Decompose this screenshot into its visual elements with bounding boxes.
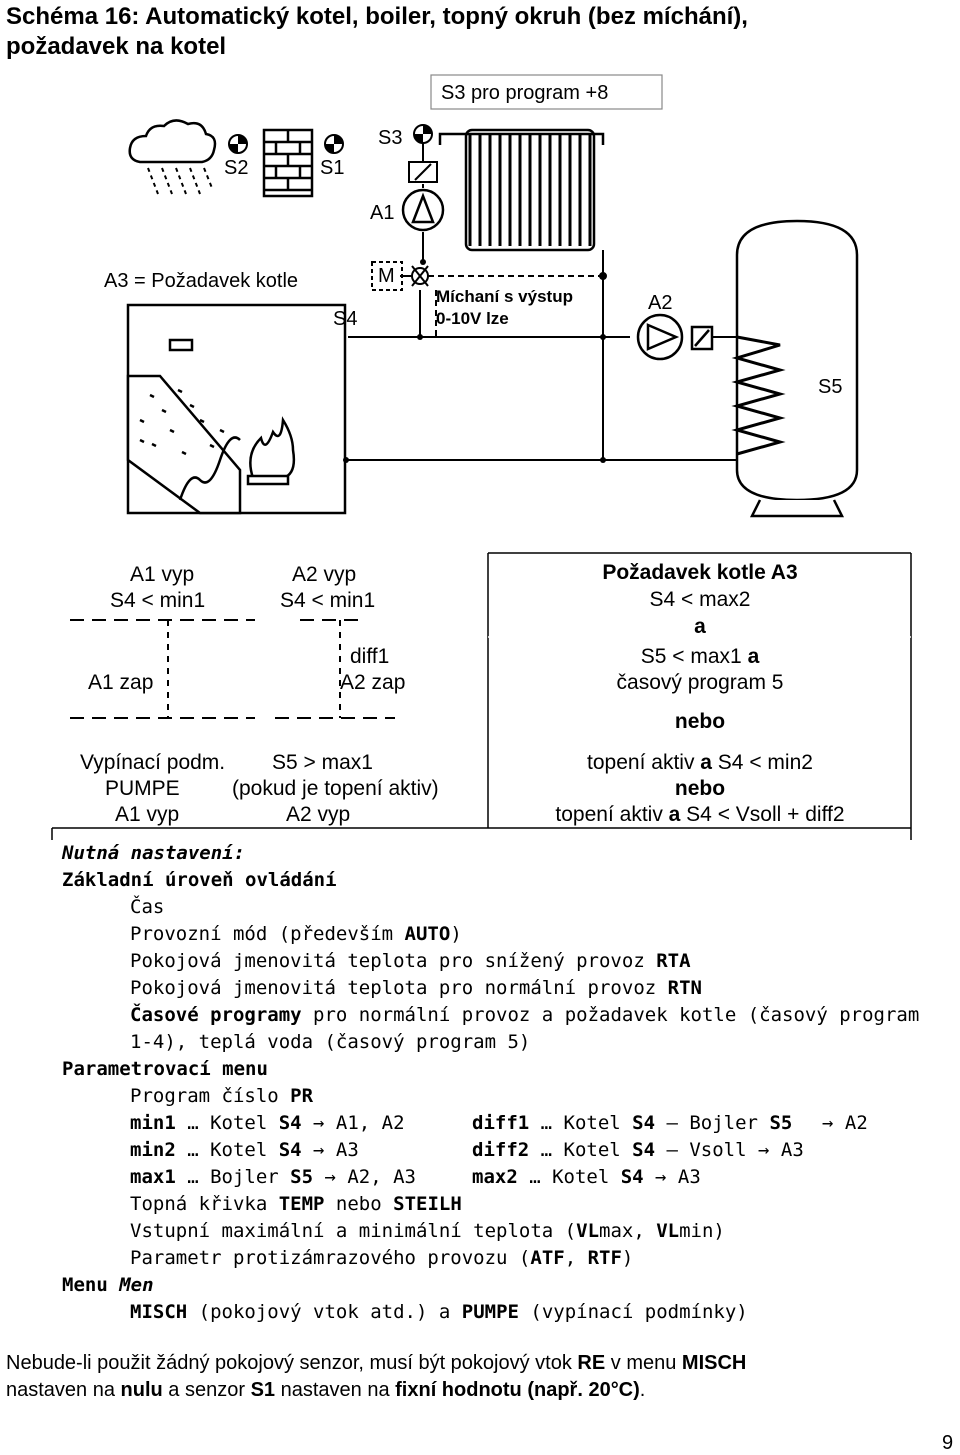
right-line-7: nebo: [674, 777, 726, 800]
footer-line-1: Nebude-li použit žádný pokojový senzor, …: [6, 1352, 747, 1374]
a2-off-2-label: A2 vyp: [286, 803, 351, 826]
settings-rtn: Pokojová jmenovitá teplota pro normální …: [130, 977, 702, 999]
if-heating-label: (pokud je topení aktiv): [232, 777, 439, 800]
right-line-6c: S4 < min2: [711, 751, 813, 774]
check-valve-a1-icon: [408, 161, 438, 183]
right-line-8: topení aktiv a S4 < Vsoll + diff2: [490, 802, 910, 828]
a1-off-label: A1 vyp: [130, 563, 195, 586]
sensor-s1-icon: [324, 134, 344, 154]
sensor-s2-icon: [228, 134, 248, 154]
boiler-demand-heading: Požadavek kotle A3: [602, 561, 798, 584]
right-line-1: S4 < max2: [649, 588, 751, 611]
a1-off-2-label: A1 vyp: [115, 803, 180, 826]
radiator-icon: [438, 128, 605, 252]
right-line-6a: topení aktiv: [587, 751, 701, 774]
sensor-s5-label: S5: [818, 376, 843, 398]
right-line-4: časový program 5: [616, 671, 784, 694]
footer-line-2: nastaven na nulu a senzor S1 nastaven na…: [6, 1379, 646, 1401]
s3-program-note-box: [430, 74, 663, 110]
a2-off-condition: S4 < min1: [280, 589, 376, 612]
a3-label: A3 = Požadavek kotle: [104, 270, 299, 292]
mixer-note-2: 0-10V lze: [436, 309, 509, 328]
right-line-8a: topení aktiv: [555, 803, 669, 826]
right-line-2: a: [694, 615, 706, 638]
boiler-icon: [126, 303, 347, 515]
right-line-3: S5 < max1 a: [490, 644, 910, 670]
page-title: Schéma 16: Automatický kotel, boiler, to…: [6, 2, 748, 62]
storage-tank-icon: [731, 219, 859, 518]
pipe-junctions: [343, 259, 606, 463]
diff1-label: diff1: [350, 645, 390, 668]
sensor-s3-icon: [413, 124, 433, 144]
a2-off-label: A2 vyp: [292, 563, 357, 586]
a1-off-condition: S4 < min1: [110, 589, 206, 612]
right-line-8c: S4 < Vsoll + diff2: [680, 803, 845, 826]
pump-a1-label: A1: [370, 202, 395, 224]
pump-a2-icon: [636, 313, 714, 361]
settings-mode: Provozní mód (především AUTO): [130, 923, 462, 945]
hysteresis-lines: [70, 619, 395, 719]
motor-label: M: [378, 265, 395, 287]
right-line-5: nebo: [674, 710, 726, 733]
heating-schematic: [51, 74, 912, 840]
hysteresis-verticals: [167, 620, 341, 718]
s5-max1-label: S5 > max1: [272, 751, 373, 774]
right-line-6b: a: [700, 751, 712, 774]
settings-row-min1: min1 … Kotel S4 → A1, A2 diff1 … Kotel S…: [130, 1112, 868, 1134]
settings-menu: Menu Men: [62, 1274, 154, 1296]
mixer-valve-icon: [371, 261, 607, 337]
logic-boxes: [51, 552, 912, 840]
sensor-s4-label: S4: [333, 308, 358, 330]
title-line-1: Schéma 16: Automatický kotel, boiler, to…: [6, 3, 748, 30]
right-line-3-text: S5 < max1: [640, 645, 748, 668]
pump-a1-icon: [401, 188, 445, 232]
settings-programs-2: 1-4), teplá voda (časový program 5): [130, 1031, 531, 1053]
sensor-s2-label: S2: [224, 157, 249, 179]
pumpe-label: PUMPE: [105, 777, 180, 800]
footer-note: Nebude-li použit žádný pokojový senzor, …: [6, 1350, 746, 1404]
pump-a2-label: A2: [648, 292, 673, 314]
settings-basic: Základní úroveň ovládání: [62, 869, 337, 891]
right-line-3-and: a: [747, 645, 760, 668]
settings-rta: Pokojová jmenovitá teplota pro snížený p…: [130, 950, 691, 972]
sensor-s1-label: S1: [320, 157, 345, 179]
settings-row-min2: min2 … Kotel S4 → A3 diff2 … Kotel S4 – …: [130, 1139, 804, 1161]
s3-program-note: S3 pro program +8: [441, 82, 609, 104]
settings-curve: Topná křivka TEMP nebo STEILH: [130, 1193, 462, 1215]
mixer-note-1: Míchaní s výstup: [436, 287, 573, 306]
sensor-s3-label: S3: [378, 127, 403, 149]
right-line-6: topení aktiv a S4 < min2: [490, 750, 910, 776]
a2-on-label: A2 zap: [340, 671, 406, 694]
settings-misch: MISCH (pokojový vtok atd.) a PUMPE (vypí…: [130, 1301, 748, 1323]
wall-icon: [262, 128, 314, 198]
page-number: 9: [942, 1432, 954, 1454]
pipes: [346, 143, 737, 461]
settings-time: Čas: [130, 896, 165, 918]
settings-vl: Vstupní maximální a minimální teplota (V…: [130, 1220, 725, 1242]
settings-row-max1: max1 … Bojler S5 → A2, A3 max2 … Kotel S…: [130, 1166, 701, 1188]
settings-heading: Nutná nastavení:: [62, 842, 246, 864]
settings-program-number: Program číslo PR: [130, 1085, 314, 1107]
settings-param-menu: Parametrovací menu: [62, 1058, 268, 1080]
stop-condition-label: Vypínací podm.: [80, 751, 226, 774]
title-line-2: požadavek na kotel: [6, 33, 227, 60]
settings-programs: Časové programy pro normální provoz a po…: [130, 1004, 920, 1026]
settings-frost: Parametr protizámrazového provozu (ATF, …: [130, 1247, 634, 1269]
a1-on-label: A1 zap: [88, 671, 154, 694]
settings-block: Nutná nastavení: Základní úroveň ovládán…: [62, 840, 919, 1326]
right-line-8b: a: [668, 803, 681, 826]
outdoor-cloud-icon: [128, 119, 217, 195]
